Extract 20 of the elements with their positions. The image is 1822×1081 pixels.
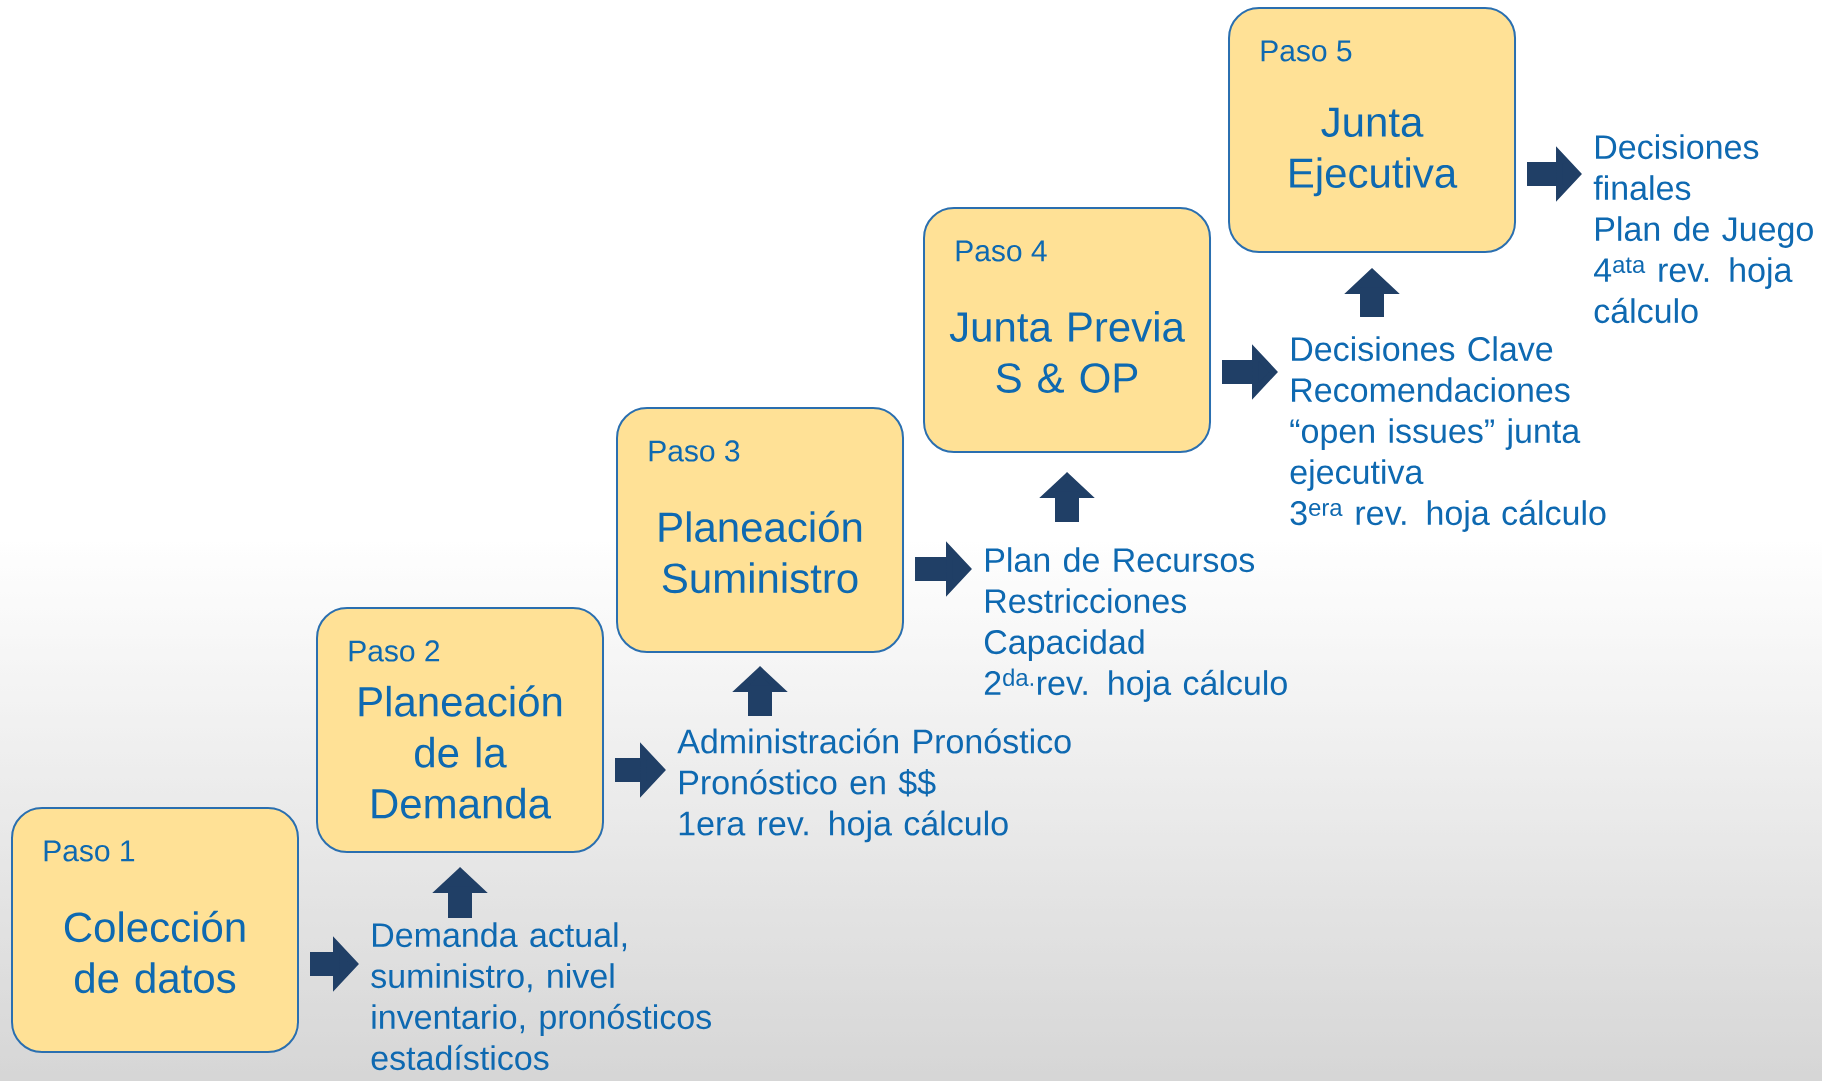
step-box	[11, 807, 299, 1053]
output-text: Decisiones Clave Recomendaciones “open issues” junta ejecutiva 3$^{era}$ rev. hoja cálculo	[1290, 336, 1606, 532]
step-box	[316, 607, 604, 853]
step-title: Colección de datos	[64, 910, 245, 994]
output-text: Demanda actual, suministro, nivel inventario, pronósticos estadísticos	[371, 922, 711, 1071]
step-label: Paso 4	[956, 240, 1047, 262]
step-title: Junta Previa S & OP	[949, 311, 1185, 393]
step-label: Paso 5	[1261, 40, 1352, 62]
step-title: Junta Ejecutiva	[1290, 107, 1458, 197]
step-box	[1228, 7, 1516, 253]
step-box	[923, 207, 1211, 453]
step-box	[616, 407, 904, 653]
step-label: Paso 1	[44, 840, 135, 862]
output-text: Plan de Recursos Restricciones Capacidad 2$^{da.}$rev. hoja cálculo	[984, 547, 1287, 702]
output-text: Administración Pronóstico Pronóstico en $$ 1era rev. hoja cálculo	[677, 728, 1071, 843]
output-text: Decisiones finales Plan de Juego 4$^{ata}$ rev. hoja cálculo	[1593, 134, 1813, 324]
step-title: Planeación Suministro	[659, 510, 862, 594]
step-label: Paso 3	[649, 440, 740, 462]
step-label: Paso 2	[349, 640, 440, 662]
step-title: Planeación de la Demanda	[359, 685, 562, 819]
